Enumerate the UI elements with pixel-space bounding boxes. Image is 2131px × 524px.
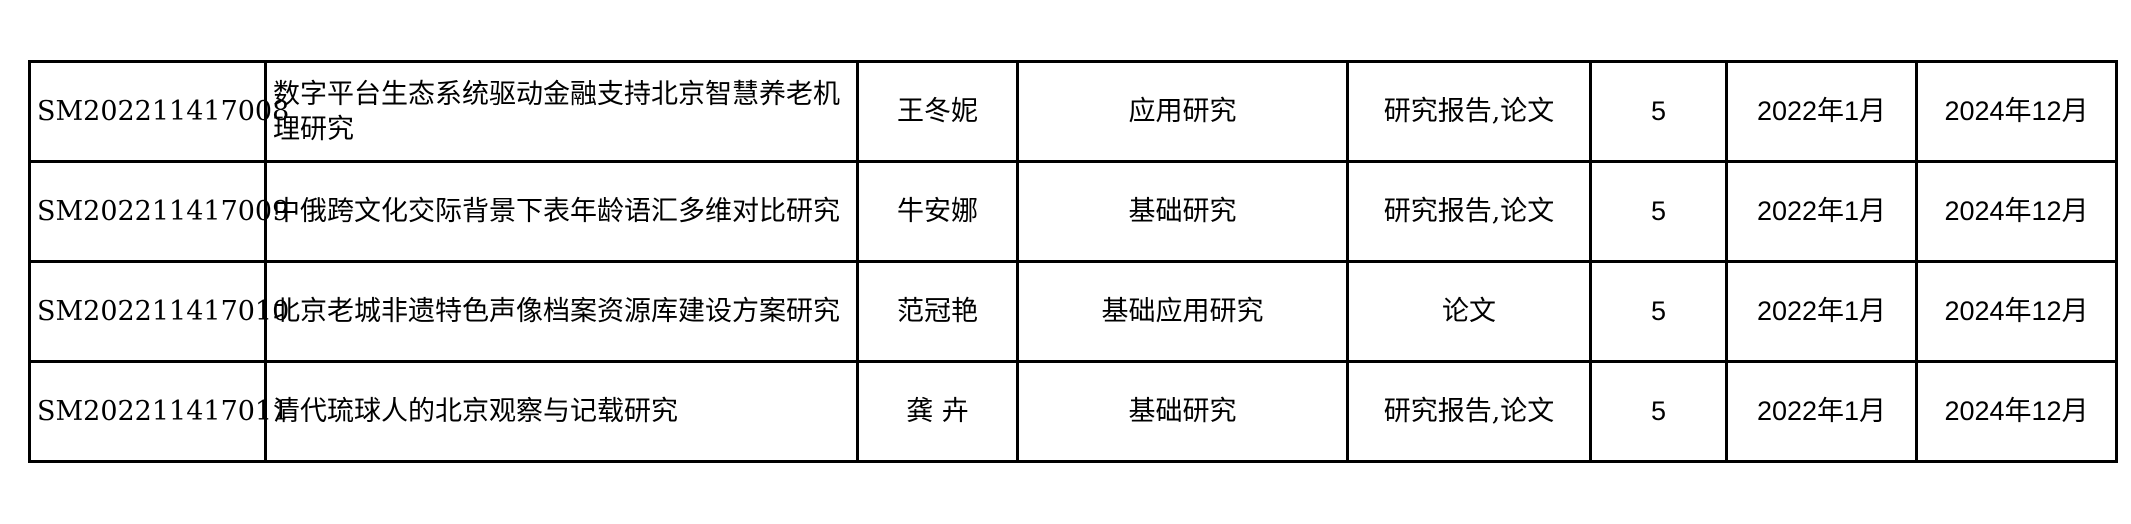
start-date-cell: 2022年1月	[1725, 260, 1918, 363]
table-row: SM202211417008 数字平台生态系统驱动金融支持北京智慧养老机理研究 …	[28, 60, 2118, 163]
start-date-cell: 2022年1月	[1725, 360, 1918, 463]
table-row: SM202211417010 北京老城非遗特色声像档案资源库建设方案研究 范冠艳…	[28, 260, 2118, 363]
research-type-cell: 应用研究	[1016, 60, 1349, 163]
expected-outcome-cell: 研究报告,论文	[1346, 160, 1592, 263]
project-leader-cell: 牛安娜	[856, 160, 1019, 263]
project-name-cell: 数字平台生态系统驱动金融支持北京智慧养老机理研究	[264, 60, 859, 163]
expected-outcome-cell: 研究报告,论文	[1346, 360, 1592, 463]
table-row: SM202211417009 中俄跨文化交际背景下表年龄语汇多维对比研究 牛安娜…	[28, 160, 2118, 263]
research-type-cell: 基础应用研究	[1016, 260, 1349, 363]
table-row: SM202211417011 清代琉球人的北京观察与记载研究 龚 卉 基础研究 …	[28, 360, 2118, 463]
end-date-cell: 2024年12月	[1915, 360, 2118, 463]
project-leader-cell: 王冬妮	[856, 60, 1019, 163]
expected-outcome-cell: 研究报告,论文	[1346, 60, 1592, 163]
project-name-cell: 北京老城非遗特色声像档案资源库建设方案研究	[264, 260, 859, 363]
expected-outcome-cell: 论文	[1346, 260, 1592, 363]
project-table: SM202211417008 数字平台生态系统驱动金融支持北京智慧养老机理研究 …	[28, 60, 2118, 463]
amount-cell: 5	[1589, 160, 1728, 263]
start-date-cell: 2022年1月	[1725, 60, 1918, 163]
end-date-cell: 2024年12月	[1915, 160, 2118, 263]
project-code-cell: SM202211417008	[28, 60, 289, 163]
project-leader-cell: 范冠艳	[856, 260, 1019, 363]
research-type-cell: 基础研究	[1016, 160, 1349, 263]
end-date-cell: 2024年12月	[1915, 260, 2118, 363]
project-code-cell: SM202211417011	[28, 360, 289, 463]
project-leader-cell: 龚 卉	[856, 360, 1019, 463]
amount-cell: 5	[1589, 260, 1728, 363]
start-date-cell: 2022年1月	[1725, 160, 1918, 263]
project-code-cell: SM202211417009	[28, 160, 289, 263]
amount-cell: 5	[1589, 60, 1728, 163]
end-date-cell: 2024年12月	[1915, 60, 2118, 163]
research-type-cell: 基础研究	[1016, 360, 1349, 463]
project-code-cell: SM202211417010	[28, 260, 289, 363]
amount-cell: 5	[1589, 360, 1728, 463]
project-name-cell: 中俄跨文化交际背景下表年龄语汇多维对比研究	[264, 160, 859, 263]
project-name-cell: 清代琉球人的北京观察与记载研究	[264, 360, 859, 463]
